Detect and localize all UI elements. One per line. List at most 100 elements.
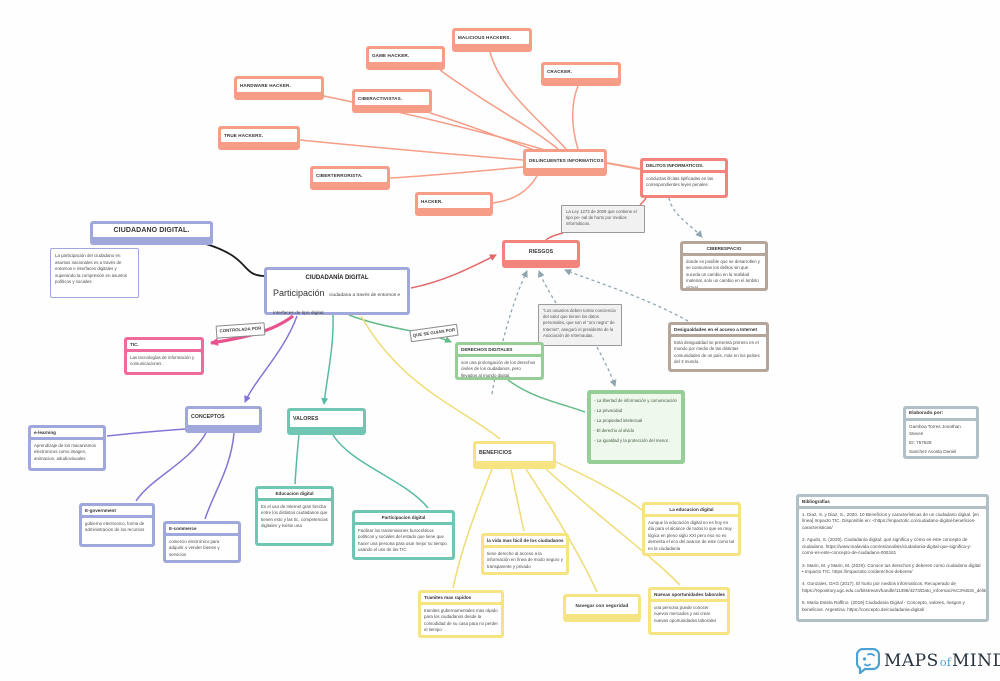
node-title: Desigualdades en el acceso a Internet: [671, 325, 766, 334]
node-title: CIBERACTIVISTAS.: [355, 92, 429, 105]
node-true-hackers[interactable]: TRUE HACKERS.: [218, 126, 300, 150]
node-body: Aprendizaje de los macanismos electronic…: [31, 440, 103, 468]
node-title: RIESGOS: [505, 243, 577, 260]
list-item: - La igualdad y la protección del menor …: [594, 438, 671, 443]
node-title: CRACKER.: [544, 65, 618, 78]
node-body: comercio electrónico para adquirir o ven…: [166, 536, 238, 560]
node-derechos-digitales[interactable]: DERECHOS DIGITALES son una prolongación …: [455, 342, 544, 380]
logo-of: of: [939, 655, 951, 669]
panel-title: Bibliografías: [799, 497, 986, 506]
maps-of-mind-logo-icon: [856, 648, 880, 674]
node-tramites-mas-rapidos[interactable]: Tramites mas rapidos tramites gubernamen…: [418, 590, 504, 638]
node-body: Aunque la educación digital no es hoy en…: [645, 517, 738, 553]
node-title: CIBERESPACIO: [683, 244, 765, 253]
node-ciudadania-digital[interactable]: CIUDADANÍA DIGITAL Participación ciudada…: [264, 267, 410, 316]
node-body: - La libertad de información y comunicac…: [591, 394, 681, 460]
node-title: la vida mas fácil de los ciudadanos: [484, 536, 566, 545]
panel-bibliografia[interactable]: Bibliografías 1. Diaz, S. y Diaz, S., 20…: [796, 494, 989, 622]
node-body: son una prolongación de los derechos civ…: [458, 357, 541, 377]
dashed-relation-connectors: [491, 197, 703, 395]
node-ciudadano-digital-descripcion[interactable]: La participación del ciudadano en asunto…: [50, 248, 139, 298]
node-title: E-government: [82, 506, 152, 515]
node-lista-derechos[interactable]: - La libertad de información y comunicac…: [587, 390, 685, 464]
node-navegar-con-seguridad[interactable]: Navegar con seguridad: [563, 594, 641, 622]
node-malicious-hackers[interactable]: MALICIOUS HACKERS.: [452, 28, 532, 52]
node-desigualdades-acceso[interactable]: Desigualdades en el acceso a Internet Es…: [668, 322, 769, 372]
maps-of-mind-logo[interactable]: MAPSofMIND: [856, 648, 1000, 674]
node-title: CIUDADANO DIGITAL.: [93, 224, 210, 237]
node-participacion-digital[interactable]: Participacion digital Facilitar los tran…: [352, 510, 455, 560]
node-title: BENEFICIOS: [476, 444, 553, 461]
node-la-educacion-digital[interactable]: La educacion digital Aunque la educación…: [642, 502, 741, 556]
node-educacion-digital[interactable]: Educacion digital Es el uso de Internet …: [255, 486, 334, 546]
node-tic[interactable]: TIC. Las tecnologías de información y co…: [124, 337, 204, 375]
bibliography-reference: 1. Diaz, S. y Diaz, S., 2020. 10 Benefic…: [802, 512, 979, 530]
node-title: TIC.: [127, 340, 201, 349]
node-title: CONCEPTOS: [188, 409, 259, 425]
node-ciberespacio[interactable]: CIBERESPACIO donde es posible que se des…: [680, 241, 768, 291]
node-title: VALORES: [290, 411, 363, 427]
node-title: DELINCUENTES INFORMATICOS.: [526, 152, 604, 168]
node-conceptos[interactable]: CONCEPTOS: [185, 406, 262, 433]
node-title: MALICIOUS HACKERS.: [455, 31, 529, 44]
author-id: ID: 757629: [909, 439, 932, 445]
list-item: - La privacidad: [594, 408, 623, 413]
node-title: Nuevas oportunidades laborales: [651, 590, 727, 599]
panel-body: 1. Diaz, S. y Diaz, S., 2020. 10 Benefic…: [799, 509, 986, 619]
node-body: tramites gubernamentales mas rápido para…: [421, 605, 501, 635]
node-hardware-hacker[interactable]: HARDWARE HACKER.: [234, 76, 324, 100]
author-line: Sanchez Acosta Daniel Sebastian: [909, 448, 957, 456]
risk-connectors: [410, 197, 647, 289]
node-body: Participación ciudadana a través de ento…: [273, 288, 401, 316]
valores-connectors: [294, 314, 429, 509]
author-line: Gamboa Torres Jonathan Steven: [909, 424, 961, 436]
panel-title: Elaborado por:: [906, 409, 976, 418]
node-nuevas-oportunidades[interactable]: Nuevas oportunidades laborales una perso…: [648, 587, 730, 635]
node-title: E-commerce: [166, 524, 238, 533]
node-hacker[interactable]: HACKER.: [415, 192, 493, 216]
note-ley-1273[interactable]: La Ley 1273 de 2009 que contiene el tipo…: [561, 205, 645, 233]
logo-wordmark: MAPSofMIND: [884, 651, 1000, 671]
node-ciudadano-digital[interactable]: CIUDADANO DIGITAL.: [90, 221, 213, 245]
node-ciberactivistas[interactable]: CIBERACTIVISTAS.: [352, 89, 432, 113]
node-delitos-informaticos[interactable]: DELITOS INFORMATICOS. conductas ilícitas…: [640, 158, 728, 198]
node-valores[interactable]: VALORES: [287, 408, 366, 435]
bibliography-reference: 5. Maria Estela Raffino. (2019) Ciudadan…: [802, 600, 965, 612]
node-riesgos[interactable]: RIESGOS: [502, 240, 580, 268]
node-cracker[interactable]: CRACKER.: [541, 62, 621, 86]
node-title: TRUE HACKERS.: [221, 129, 297, 142]
bibliography-reference: 2. Agudo, S. (2020). Ciudadanía digital:…: [802, 537, 972, 556]
node-delincuentes-informaticos[interactable]: DELINCUENTES INFORMATICOS.: [523, 149, 607, 176]
node-body: Esta desigualdad se presenta primero en …: [671, 337, 766, 369]
node-body: gobierno electronico, forma de administr…: [82, 518, 152, 544]
node-lead: Participación: [273, 288, 325, 298]
node-body: donde es posible que se desarrollen y se…: [683, 256, 765, 288]
node-e-government[interactable]: E-government gobierno electronico, forma…: [79, 503, 155, 547]
bibliography-reference: 3. Marin, M. y Marin, M. (2020). Conoce …: [802, 562, 981, 574]
node-body: Las tecnologías de información y comunic…: [127, 352, 201, 372]
node-body: Es el uso de Internet gran brecha entre …: [258, 501, 331, 543]
node-body: Facilitar los transmisiones burocráticos…: [355, 525, 452, 557]
node-e-learning[interactable]: e-learning Aprendizaje de los macanismos…: [28, 425, 106, 471]
list-item: - La libertad de información y comunicac…: [594, 398, 677, 403]
panel-elaborado-por[interactable]: Elaborado por: Gamboa Torres Jonathan St…: [903, 406, 979, 459]
bibliography-reference: 4. Gonzales, DAG (2017). El hurto por me…: [802, 581, 986, 593]
node-ciberterrorista[interactable]: CIBERTERRORISTA.: [310, 166, 390, 190]
node-vida-mas-facil[interactable]: la vida mas fácil de los ciudadanos tien…: [481, 533, 569, 575]
node-title: Navegar con seguridad: [566, 597, 638, 614]
node-title: e-learning: [31, 428, 103, 437]
node-title: DERECHOS DIGITALES: [458, 345, 541, 354]
node-title: Participacion digital: [355, 513, 452, 522]
node-game-hacker[interactable]: GAME HACKER.: [366, 46, 445, 70]
node-body: conductas ilícitas tipificadas en las co…: [643, 173, 725, 195]
node-title: Educacion digital: [258, 489, 331, 498]
logo-mind: MIND: [951, 651, 1000, 671]
node-e-commerce[interactable]: E-commerce comercio electrónico para adq…: [163, 521, 241, 563]
node-beneficios[interactable]: BENEFICIOS: [473, 441, 556, 469]
note-datos-personales[interactable]: “Los usuarios deben tomar conciencia del…: [538, 304, 622, 346]
conceptos-connectors: [106, 315, 298, 520]
node-title: Tramites mas rapidos: [421, 593, 501, 602]
node-body: tiene derecho al acceso a la información…: [484, 548, 566, 572]
list-item: - La propiedad intelectual: [594, 418, 643, 423]
node-title: HARDWARE HACKER.: [237, 79, 321, 92]
